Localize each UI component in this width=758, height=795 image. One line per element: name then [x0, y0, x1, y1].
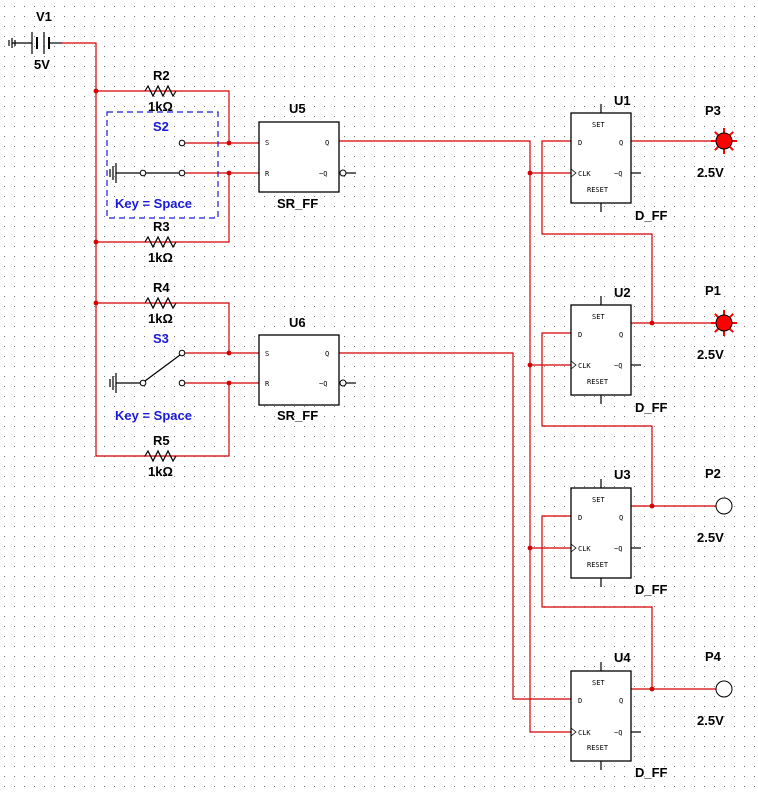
- r5-value: 1kΩ: [148, 464, 173, 479]
- probe-lamp: [715, 314, 733, 332]
- r2-ref: R2: [153, 68, 170, 83]
- resistor-r5[interactable]: R5 1kΩ: [144, 433, 177, 479]
- junctions: [93, 88, 655, 692]
- u1-pin-reset: RESET: [587, 186, 609, 194]
- probe-lamp: [715, 132, 733, 150]
- u5-pin-s: S: [265, 139, 269, 147]
- u2-pin-d: D: [578, 331, 582, 339]
- u5-ref: U5: [289, 101, 306, 116]
- u6-pin-nq: ~Q: [319, 380, 327, 388]
- u4-pin-set: SET: [592, 679, 605, 687]
- u5-pin-nq: ~Q: [319, 170, 327, 178]
- u3-type: D_FF: [635, 582, 668, 597]
- u6-pin-q: Q: [325, 350, 329, 358]
- u2-pin-clk: CLK: [578, 362, 591, 370]
- u3-pin-clk: CLK: [578, 545, 591, 553]
- v1-ref: V1: [36, 9, 52, 24]
- s2-key: Key = Space: [115, 196, 192, 211]
- p1-value: 2.5V: [697, 347, 724, 362]
- u4-pin-q: Q: [619, 697, 623, 705]
- selection-box: [106, 111, 219, 219]
- u4-ref: U4: [614, 650, 631, 665]
- resistor-r4[interactable]: R4 1kΩ: [144, 280, 177, 326]
- u6-pin-s: S: [265, 350, 269, 358]
- u1-pin-q: Q: [619, 139, 623, 147]
- u6-pin-r: R: [265, 380, 270, 388]
- v1-value: 5V: [34, 57, 50, 72]
- probe-p4[interactable]: P4 2.5V: [697, 649, 733, 728]
- u5-pin-r: R: [265, 170, 270, 178]
- sr-flipflop-u6[interactable]: S R Q ~Q U6 SR_FF: [258, 315, 356, 423]
- d-flipflop-u4[interactable]: SET D Q CLK ~Q RESET U4 D_FF: [570, 650, 668, 780]
- u6-ref: U6: [289, 315, 306, 330]
- switch-s3[interactable]: S3 Key = Space: [109, 331, 192, 423]
- u2-pin-set: SET: [592, 313, 605, 321]
- probe-p2[interactable]: P2 2.5V: [697, 466, 733, 545]
- r2-value: 1kΩ: [148, 99, 173, 114]
- r5-ref: R5: [153, 433, 170, 448]
- probe-p3[interactable]: P3 2.5V: [697, 103, 737, 180]
- p2-value: 2.5V: [697, 530, 724, 545]
- switch-s2[interactable]: S2 Key = Space: [106, 111, 219, 219]
- r3-ref: R3: [153, 219, 170, 234]
- u2-pin-q: Q: [619, 331, 623, 339]
- sr-flipflop-u5[interactable]: S R Q ~Q U5 SR_FF: [258, 101, 356, 211]
- r4-ref: R4: [153, 280, 170, 295]
- u1-pin-d: D: [578, 139, 582, 147]
- s3-ref: S3: [153, 331, 169, 346]
- u5-type: SR_FF: [277, 196, 318, 211]
- u4-type: D_FF: [635, 765, 668, 780]
- u1-ref: U1: [614, 93, 631, 108]
- probe-p1[interactable]: P1 2.5V: [697, 283, 737, 362]
- p4-value: 2.5V: [697, 713, 724, 728]
- resistor-r2[interactable]: R2 1kΩ: [144, 68, 177, 114]
- u3-pin-set: SET: [592, 496, 605, 504]
- u2-pin-reset: RESET: [587, 378, 609, 386]
- battery-v1[interactable]: V1 5V: [8, 9, 62, 72]
- p3-ref: P3: [705, 103, 721, 118]
- s2-ref: S2: [153, 119, 169, 134]
- r4-value: 1kΩ: [148, 311, 173, 326]
- u3-pin-reset: RESET: [587, 561, 609, 569]
- u2-pin-nq: ~Q: [614, 362, 622, 370]
- d-flipflop-u1[interactable]: SET D Q CLK ~Q RESET U1 D_FF: [570, 93, 668, 223]
- d-flipflop-u2[interactable]: SET D Q CLK ~Q RESET U2 D_FF: [570, 285, 668, 415]
- s3-key: Key = Space: [115, 408, 192, 423]
- resistor-r3[interactable]: R3 1kΩ: [144, 219, 177, 265]
- u3-pin-q: Q: [619, 514, 623, 522]
- u1-pin-set: SET: [592, 121, 605, 129]
- probe-lamp: [715, 680, 733, 698]
- probe-lamp: [715, 497, 733, 515]
- p4-ref: P4: [705, 649, 722, 664]
- u5-pin-q: Q: [325, 139, 329, 147]
- r3-value: 1kΩ: [148, 250, 173, 265]
- d-flipflop-u3[interactable]: SET D Q CLK ~Q RESET U3 D_FF: [570, 467, 668, 597]
- u3-pin-d: D: [578, 514, 582, 522]
- u4-pin-reset: RESET: [587, 744, 609, 752]
- u1-pin-nq: ~Q: [614, 170, 622, 178]
- wires: [62, 42, 718, 733]
- u2-type: D_FF: [635, 400, 668, 415]
- u4-pin-nq: ~Q: [614, 729, 622, 737]
- u4-pin-clk: CLK: [578, 729, 591, 737]
- u6-type: SR_FF: [277, 408, 318, 423]
- p2-ref: P2: [705, 466, 721, 481]
- u4-pin-d: D: [578, 697, 582, 705]
- u1-type: D_FF: [635, 208, 668, 223]
- u1-pin-clk: CLK: [578, 170, 591, 178]
- u3-ref: U3: [614, 467, 631, 482]
- p3-value: 2.5V: [697, 165, 724, 180]
- p1-ref: P1: [705, 283, 721, 298]
- u2-ref: U2: [614, 285, 631, 300]
- u3-pin-nq: ~Q: [614, 545, 622, 553]
